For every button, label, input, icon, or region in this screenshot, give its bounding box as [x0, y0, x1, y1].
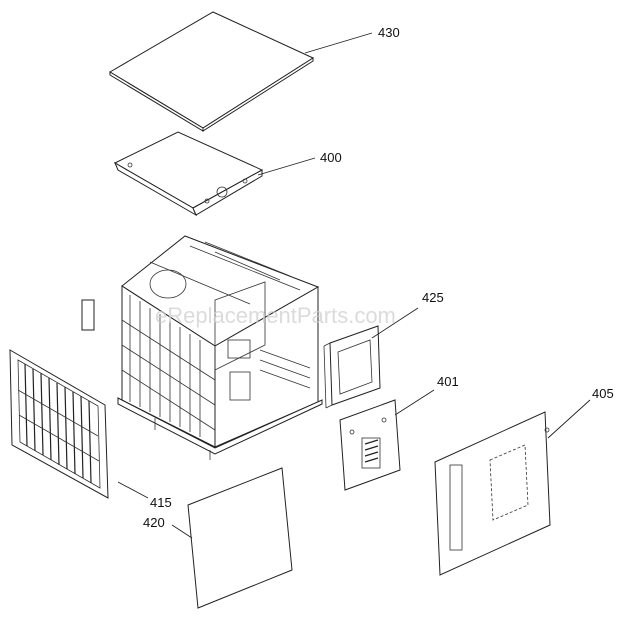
leader-425	[371, 307, 419, 339]
callout-425: 425	[422, 290, 444, 305]
leader-415	[117, 481, 149, 499]
leader-401	[394, 389, 435, 416]
callout-420: 420	[143, 515, 165, 530]
leader-420	[171, 524, 193, 539]
leader-430	[304, 32, 373, 54]
part-420-filter-panel[interactable]	[187, 467, 293, 609]
callout-430: 430	[378, 25, 400, 40]
watermark-text: eReplacementParts.com	[155, 303, 396, 328]
callout-415: 415	[150, 495, 172, 510]
leader-400	[257, 157, 316, 176]
small-label-plate	[81, 299, 95, 331]
callout-401: 401	[437, 374, 459, 389]
part-405-side-panel[interactable]	[434, 411, 551, 576]
part-415-grille[interactable]	[9, 349, 109, 499]
leader-405	[547, 399, 591, 439]
main-unit-cabinet[interactable]	[117, 235, 323, 460]
part-401-control-panel[interactable]	[339, 399, 401, 491]
callout-405: 405	[592, 386, 614, 401]
condenser-coil-fins	[121, 295, 216, 437]
part-400-top-tray[interactable]	[113, 131, 264, 217]
callout-400: 400	[320, 150, 342, 165]
part-425-bracket[interactable]	[323, 325, 381, 409]
part-430-top-cover[interactable]	[109, 11, 315, 132]
